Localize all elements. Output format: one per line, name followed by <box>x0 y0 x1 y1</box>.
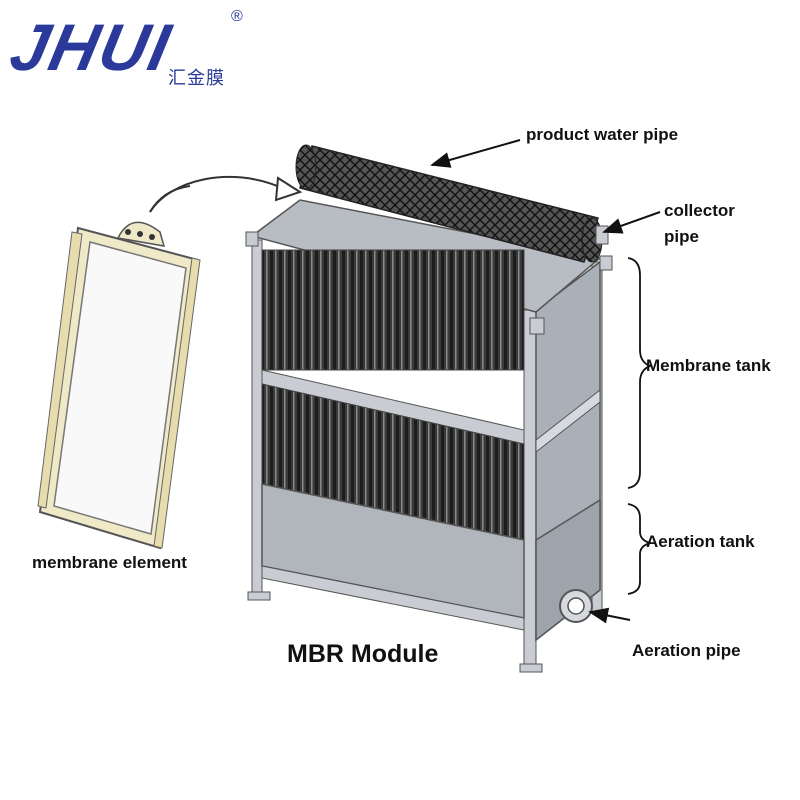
mbr-module <box>245 144 613 673</box>
transfer-arrow <box>149 175 283 213</box>
label-collector-pipe-line2: pipe <box>664 227 699 246</box>
label-aeration-tank: Aeration tank <box>646 532 755 551</box>
collector-pipe-arrow <box>602 211 661 234</box>
aeration-tank-brace <box>627 503 654 595</box>
diagram-title: MBR Module <box>287 640 439 668</box>
aeration-pipe-arrow <box>588 607 631 624</box>
registered-mark: ® <box>231 8 243 25</box>
logo-chinese-text: 汇金膜 <box>168 68 225 89</box>
label-product-water-pipe: product water pipe <box>526 125 679 144</box>
product-water-pipe-arrow <box>430 139 521 168</box>
membrane-tank-brace <box>627 257 653 489</box>
label-membrane-tank: Membrane tank <box>646 356 771 375</box>
label-aeration-pipe: Aeration pipe <box>632 641 741 660</box>
label-collector-pipe-line1: collector <box>664 201 735 220</box>
membrane-element-panel <box>37 221 201 550</box>
label-membrane-element: membrane element <box>32 553 187 572</box>
